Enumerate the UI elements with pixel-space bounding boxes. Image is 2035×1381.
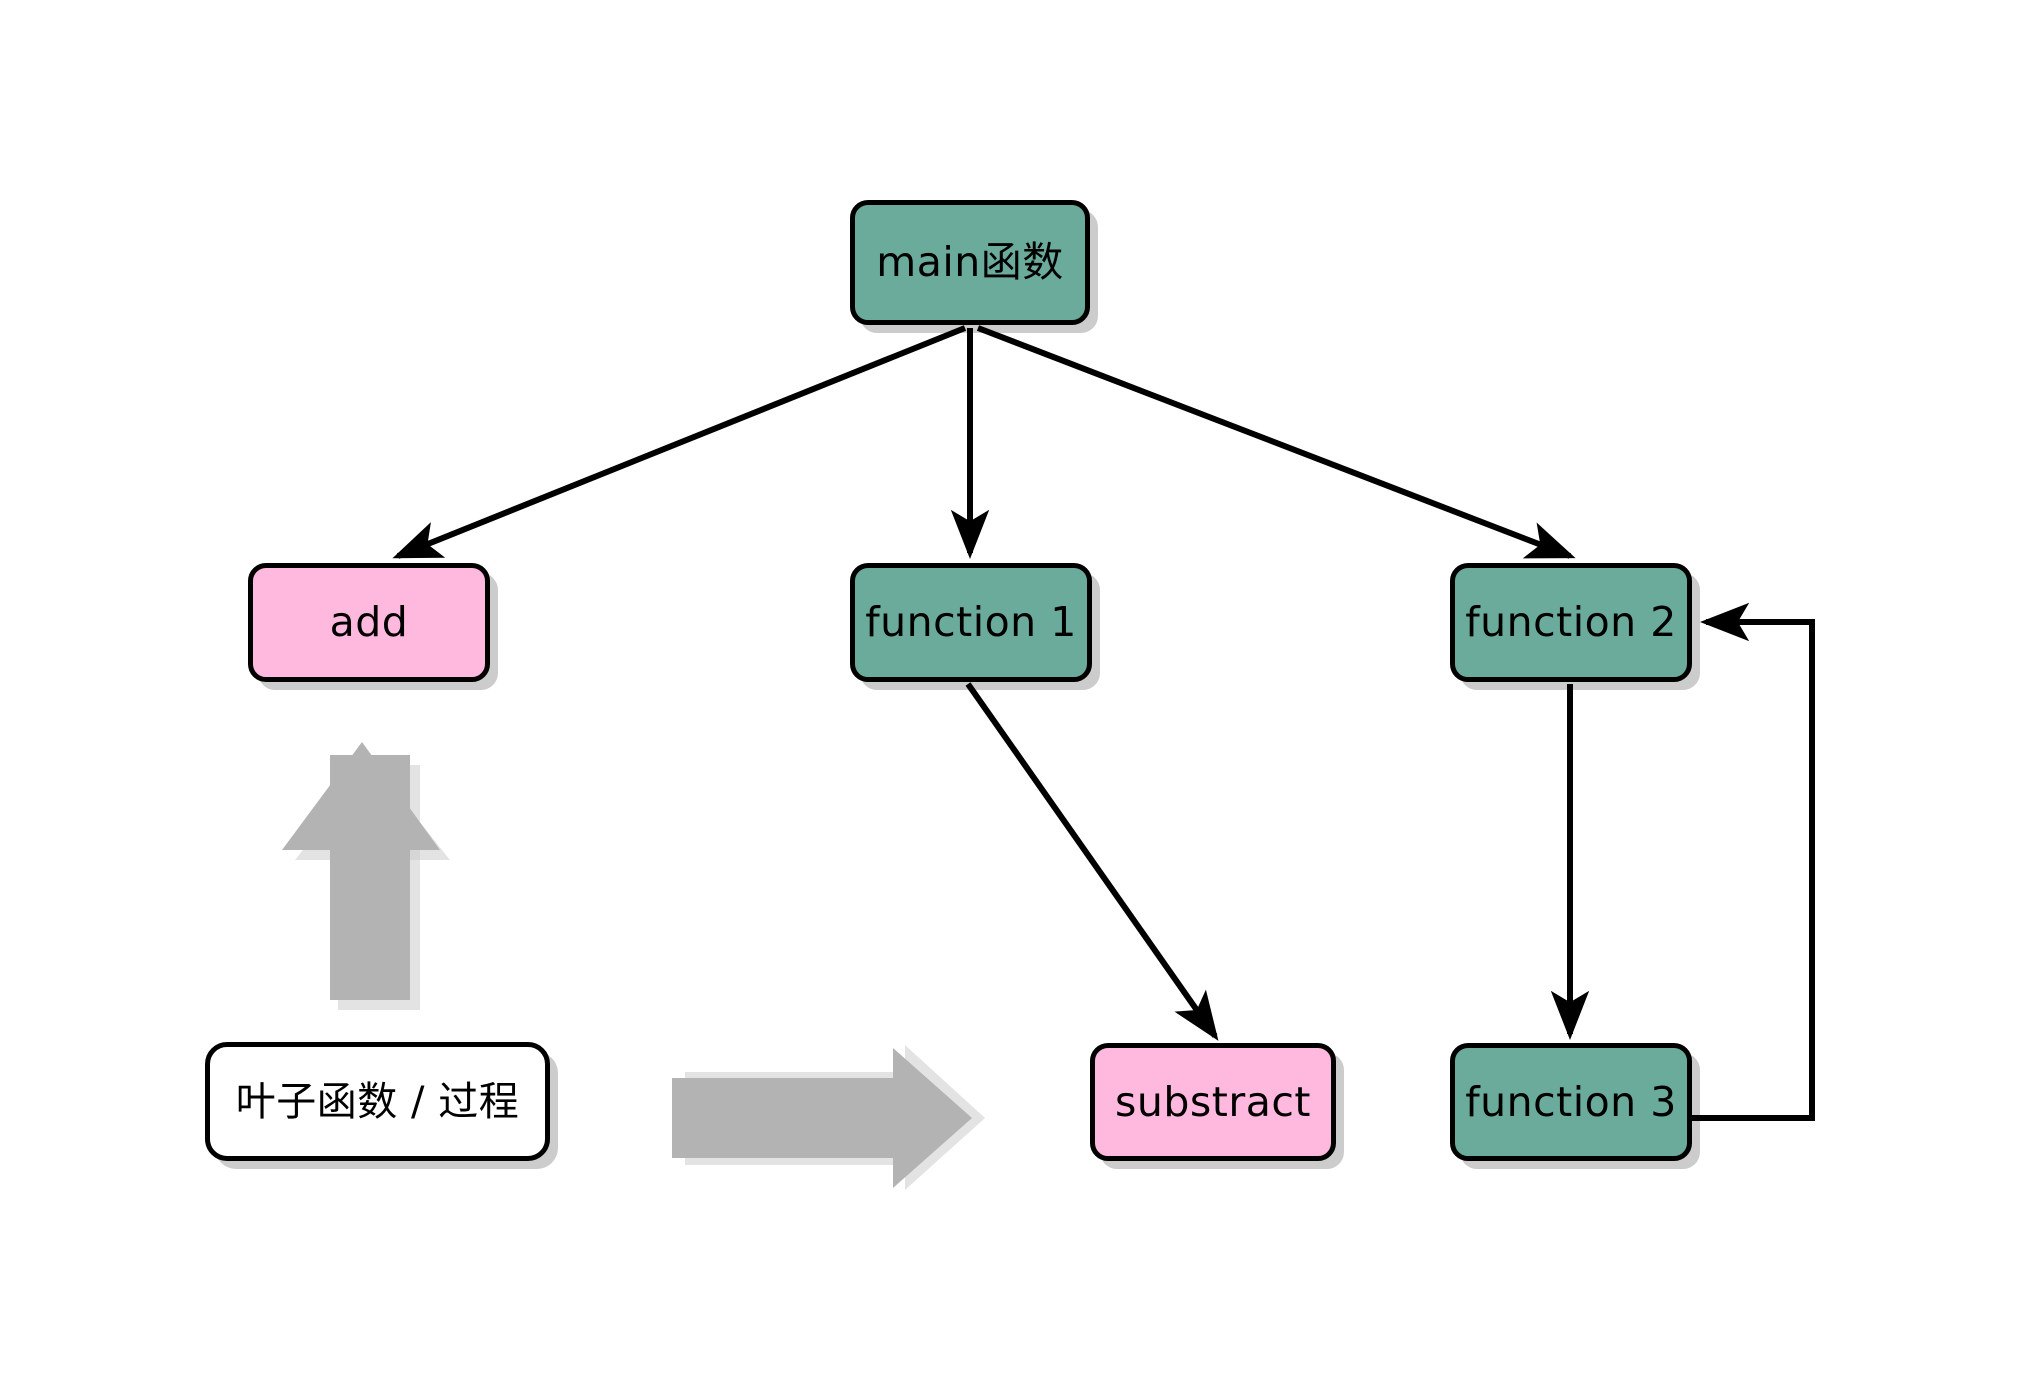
edge-function-3-to-function-2-loop — [1692, 602, 1815, 1121]
legend-leaf-node-box: 叶子函数 / 过程 — [205, 1042, 550, 1161]
legend-leaf-node-label: 叶子函数 / 过程 — [235, 1078, 520, 1125]
gray-up-arrow-shadow — [320, 765, 420, 1010]
node-function-3-label: function 3 — [1465, 1077, 1677, 1126]
edge-main-to-add — [392, 325, 967, 559]
edge-main-to-function-2 — [976, 325, 1576, 559]
gray-right-arrow-shadow — [685, 1045, 985, 1190]
node-substract[interactable]: substract — [1090, 1043, 1336, 1161]
gray-right-arrow — [672, 1048, 972, 1188]
edge-function-1-to-substract — [965, 682, 1219, 1041]
node-function-1-label: function 1 — [865, 598, 1077, 646]
node-add[interactable]: add — [248, 563, 490, 682]
gray-up-arrow-head-shadow — [295, 762, 450, 860]
node-function-2-label: function 2 — [1465, 598, 1677, 646]
node-add-label: add — [329, 598, 409, 646]
node-main[interactable]: main函数 — [850, 200, 1090, 325]
node-main-label: main函数 — [876, 238, 1064, 286]
node-function-1[interactable]: function 1 — [850, 563, 1092, 682]
gray-up-arrow — [282, 742, 440, 1000]
node-function-2[interactable]: function 2 — [1450, 563, 1692, 682]
node-function-3[interactable]: function 3 — [1450, 1043, 1692, 1161]
node-substract-label: substract — [1115, 1077, 1311, 1126]
